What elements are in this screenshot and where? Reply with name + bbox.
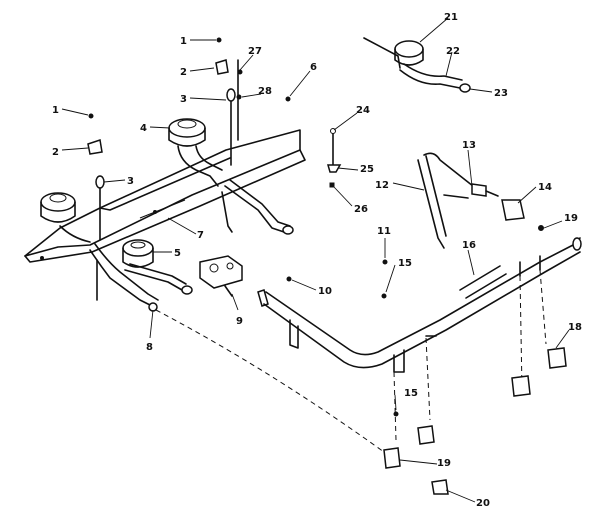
callout-4: 4 — [140, 123, 147, 134]
callout-3-top: 3 — [180, 94, 187, 105]
callout-8: 8 — [146, 342, 153, 353]
callout-7: 7 — [197, 230, 204, 241]
callout-14: 14 — [538, 182, 552, 193]
callout-2-top: 2 — [180, 67, 187, 78]
gas-tubes-left — [89, 179, 294, 312]
callout-10: 10 — [318, 286, 332, 297]
rear-tube-assembly — [417, 152, 544, 249]
ignitor-parts — [87, 37, 291, 301]
callout-11: 11 — [377, 226, 391, 237]
burner-valves — [383, 269, 567, 495]
callout-9: 9 — [236, 316, 243, 327]
callout-26: 26 — [354, 204, 368, 215]
callout-13: 13 — [462, 140, 476, 151]
callout-12: 12 — [375, 180, 389, 191]
callout-2-left: 2 — [52, 147, 59, 158]
manifold-pipe — [257, 237, 582, 373]
callout-19-right: 19 — [564, 213, 578, 224]
burner-front-left — [40, 192, 91, 243]
callout-27: 27 — [248, 46, 262, 57]
pilot-parts — [286, 128, 399, 417]
leader-lines — [61, 17, 570, 503]
burner-front-right — [122, 239, 154, 268]
callout-1-top: 1 — [180, 36, 187, 47]
callout-6: 6 — [310, 62, 317, 73]
callout-5: 5 — [174, 248, 181, 259]
callout-labels: 1 2 3 27 28 6 1 2 3 4 5 7 8 9 10 11 12 1… — [52, 12, 582, 509]
callout-15-lower: 15 — [404, 388, 418, 399]
callout-24: 24 — [356, 105, 370, 116]
callout-23: 23 — [494, 88, 508, 99]
callout-28: 28 — [258, 86, 272, 97]
callout-22: 22 — [446, 46, 460, 57]
callout-15-upper: 15 — [398, 258, 412, 269]
callout-20: 20 — [476, 498, 490, 509]
callout-1-left: 1 — [52, 105, 59, 116]
burner-back-left — [168, 118, 223, 187]
callout-25: 25 — [360, 164, 374, 175]
callout-3-left: 3 — [127, 176, 134, 187]
burner-top-right — [363, 37, 471, 93]
pressure-regulator — [199, 255, 243, 297]
burner-support-frame — [24, 129, 306, 263]
callout-21: 21 — [444, 12, 458, 23]
callout-18: 18 — [568, 322, 582, 333]
callout-16: 16 — [462, 240, 476, 251]
dashed-connection — [155, 309, 385, 453]
callout-19-bottom: 19 — [437, 458, 451, 469]
